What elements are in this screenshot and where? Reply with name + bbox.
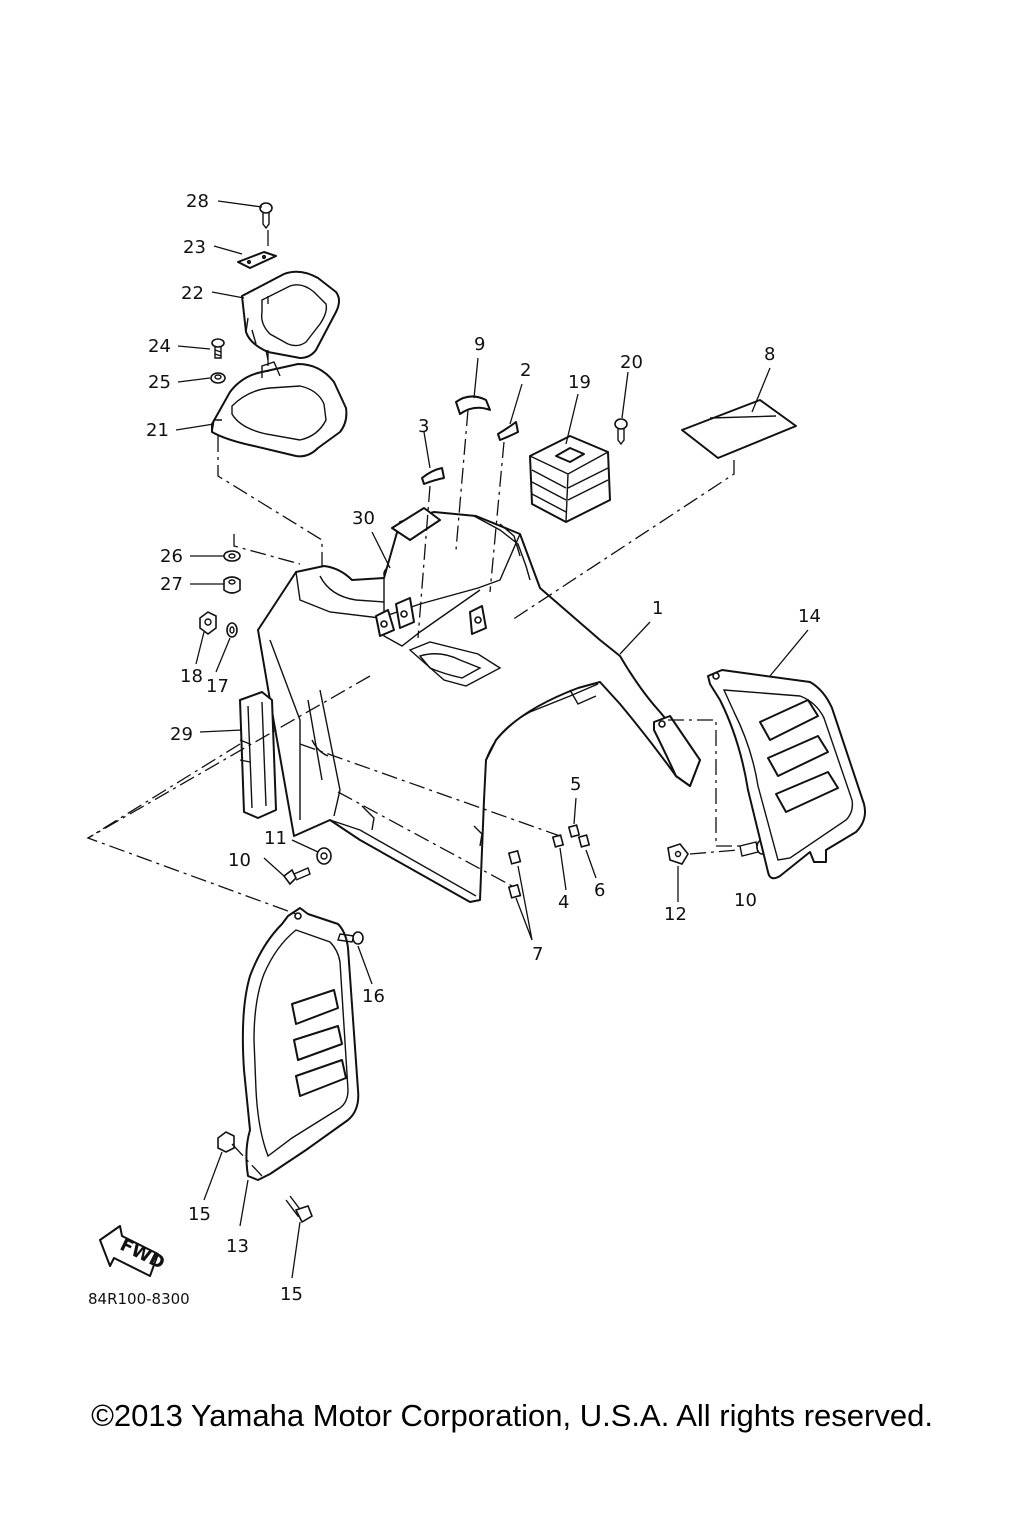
part-1-front-fender xyxy=(257,507,701,903)
part-21-screw xyxy=(614,418,628,446)
callout-18: 17 xyxy=(206,676,229,697)
part-27-collar xyxy=(223,576,241,594)
part-19-nut xyxy=(199,611,217,635)
part-12-clip xyxy=(667,843,689,865)
part-9-strip xyxy=(455,395,491,415)
part-16-nut xyxy=(217,1131,235,1153)
copyright-footer: ©2013 Yamaha Motor Corporation, U.S.A. A… xyxy=(91,1398,933,1433)
callout-17: 16 xyxy=(362,986,385,1007)
part-23-upper-cover xyxy=(241,270,340,361)
fwd-arrow-icon: FWD xyxy=(99,1225,168,1277)
part-7-pad-lower xyxy=(507,883,522,899)
callout-23: 22 xyxy=(181,283,204,304)
part-4-pad xyxy=(551,834,565,848)
callout-14: 14 xyxy=(798,606,821,627)
part-17-bolt xyxy=(337,931,364,945)
drawing-code: 84R100-8300 xyxy=(88,1290,190,1308)
callout-8: 8 xyxy=(764,344,775,365)
callout-29: 29 xyxy=(170,724,193,745)
callout-26-top: 25 xyxy=(148,372,171,393)
part-2-strip xyxy=(497,421,519,441)
callout-21: 20 xyxy=(620,352,643,373)
assembly-lines xyxy=(86,230,740,1177)
callout-9: 9 xyxy=(474,334,485,355)
part-11-nut xyxy=(316,847,332,865)
part-14-right-side-panel xyxy=(707,669,866,880)
callout-30: 30 xyxy=(352,508,375,529)
callout-28: 28 xyxy=(186,191,209,212)
part-25-bolt xyxy=(211,338,225,359)
callout-7: 7 xyxy=(532,944,543,965)
part-29-bracket xyxy=(239,691,277,819)
part-10-bolt xyxy=(282,867,311,886)
leader-lines xyxy=(175,200,809,1279)
part-6-pad xyxy=(577,834,591,848)
callout-22: 21 xyxy=(146,420,169,441)
callout-1: 1 xyxy=(652,598,663,619)
callout-12: 12 xyxy=(664,904,687,925)
part-26-washer xyxy=(210,372,226,384)
part-8-label-sheet xyxy=(681,399,797,459)
callout-24: 23 xyxy=(183,237,206,258)
callout-10-right: 10 xyxy=(734,890,757,911)
part-5-pad xyxy=(567,824,581,838)
part-22-lower-cover xyxy=(211,361,348,458)
part-28-screw xyxy=(259,202,273,230)
part-13-left-side-panel xyxy=(241,907,360,1181)
callout-6: 6 xyxy=(594,880,605,901)
part-15-bolt xyxy=(285,1195,313,1224)
callout-26-mid: 26 xyxy=(160,546,183,567)
callout-2: 2 xyxy=(520,360,531,381)
part-3-strip xyxy=(421,467,445,485)
callout-16: 15 xyxy=(188,1204,211,1225)
callout-10-left: 10 xyxy=(228,850,251,871)
part-26-washer-mid xyxy=(223,550,241,562)
callout-4: 4 xyxy=(558,892,569,913)
callout-25: 24 xyxy=(148,336,171,357)
callouts: 28 23 22 24 25 21 9 2 19 20 8 3 30 26 27… xyxy=(146,191,821,1257)
part-24-plate xyxy=(237,251,277,269)
callout-20: 19 xyxy=(568,372,591,393)
callout-27: 27 xyxy=(160,574,183,595)
part-18-washer xyxy=(226,622,238,638)
part-7-pad-upper xyxy=(507,849,522,865)
part-20-storage-box xyxy=(529,435,611,523)
callout-13: 13 xyxy=(226,1236,249,1257)
callout-19: 18 xyxy=(180,666,203,687)
callout-5: 5 xyxy=(570,774,581,795)
callout-15: 15 xyxy=(280,1284,303,1305)
callout-3: 3 xyxy=(418,416,429,437)
callout-11: 11 xyxy=(264,828,287,849)
